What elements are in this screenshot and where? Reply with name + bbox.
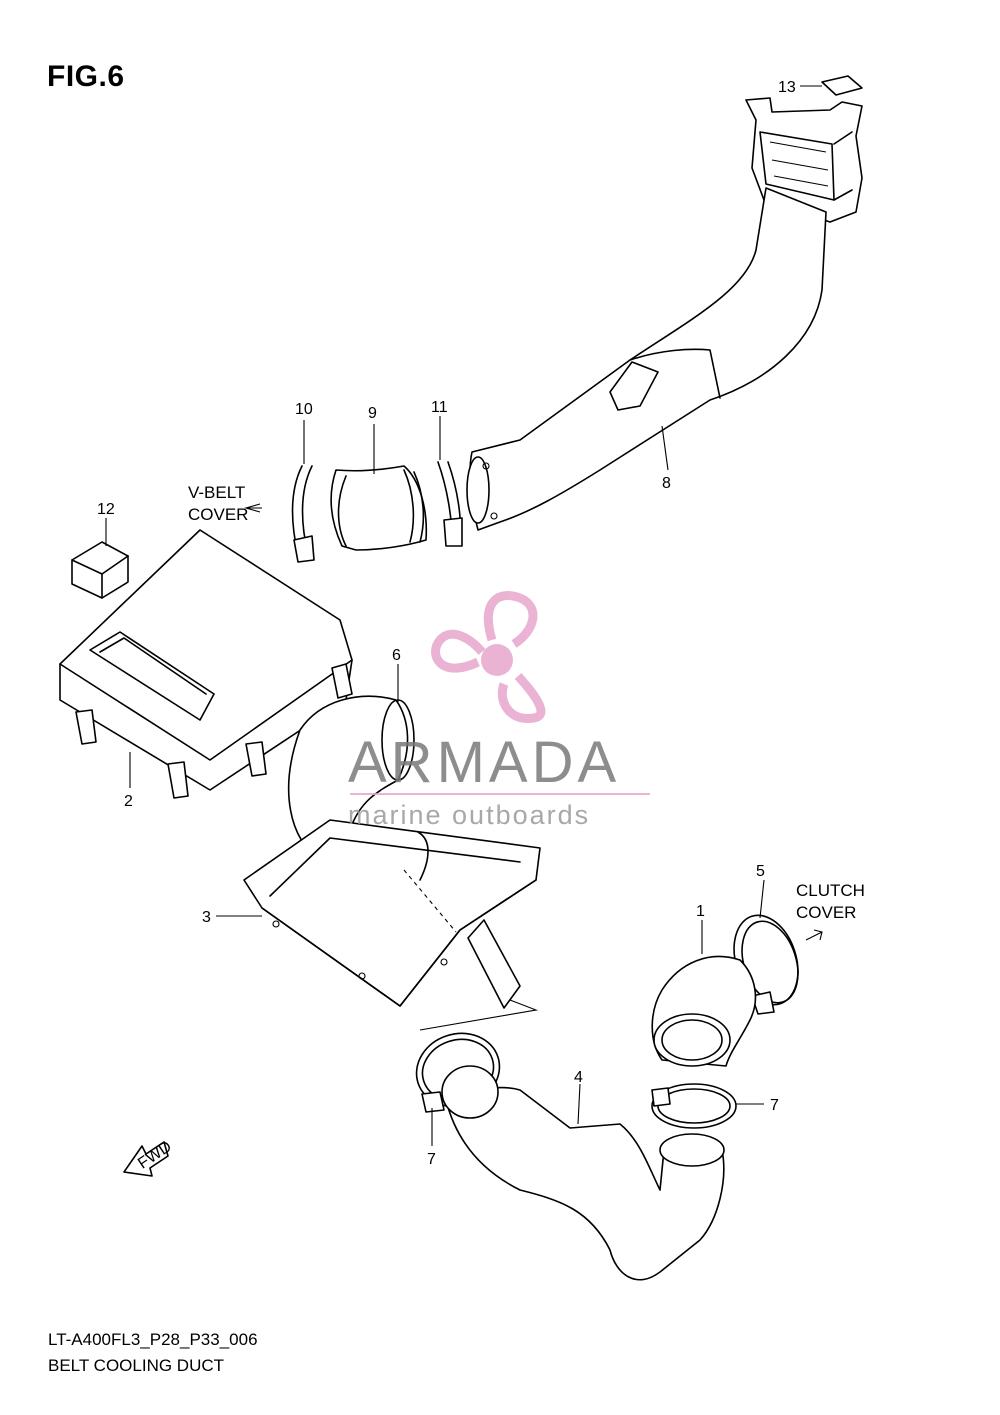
callout-7-left: 7 [427,1151,436,1168]
callout-numbers: 13 8 10 9 11 12 2 6 3 1 5 4 7 7 [97,79,796,1168]
part-8-duct [466,97,863,531]
part-4-duct [441,1065,725,1281]
callout-2: 2 [124,793,133,810]
part-12-cube [71,541,129,599]
leader-lines [105,85,823,1146]
callout-9: 9 [368,405,377,422]
callout-10: 10 [295,401,313,418]
part-1-boot [651,955,757,1067]
watermark-brand: ARMADA [348,730,620,795]
callout-7-right: 7 [770,1097,779,1114]
fwd-arrow-icon: FWD [123,1138,175,1177]
part-2-cover [59,529,353,799]
callout-13: 13 [778,79,796,96]
clutch-note-line1: CLUTCH [796,881,865,900]
part-11-clamp [437,461,463,547]
callout-5: 5 [756,863,765,880]
vbelt-note-line1: V-BELT [188,483,245,502]
part-7-clamp-right [651,1083,737,1129]
clutch-note-line2: COVER [796,903,856,922]
callout-4: 4 [574,1069,583,1086]
part-13-pad [821,75,863,96]
part-10-clamp [291,465,315,563]
callout-6: 6 [392,647,401,664]
part-9-joint [330,465,428,551]
figure-title: FIG.6 [47,60,125,93]
diagram-caption: BELT COOLING DUCT [48,1356,225,1375]
fwd-label: FWD [135,1138,175,1172]
direction-notes: V-BELT COVER CLUTCH COVER [188,483,865,922]
callout-1: 1 [696,903,705,920]
part-3-tray [243,819,541,1009]
armada-watermark: ARMADA marine outboards [348,590,650,830]
callout-12: 12 [97,501,115,518]
vbelt-note-line2: COVER [188,505,248,524]
propeller-logo-icon [431,590,546,723]
diagram-code: LT-A400FL3_P28_P33_006 [48,1330,258,1349]
callout-3: 3 [202,909,211,926]
watermark-tagline: marine outboards [348,800,590,830]
callout-8: 8 [662,475,671,492]
callout-11: 11 [431,399,448,416]
